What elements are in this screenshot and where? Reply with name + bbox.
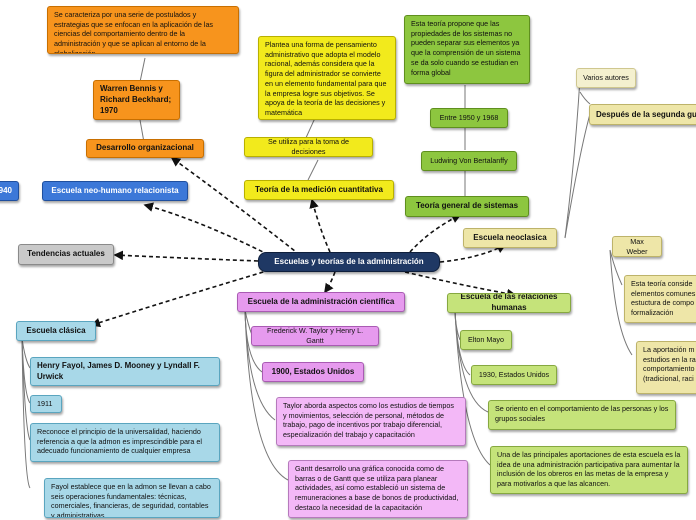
cientifica-p1-text: Taylor aborda aspectos como los estudios… — [283, 401, 454, 440]
central-topic-text: Escuelas y teorías de la administración — [274, 256, 424, 266]
neo-humano-stub-text: 940 — [0, 185, 12, 195]
link-medicion — [309, 198, 331, 253]
neoclasica-authors-text: Varios autores — [583, 73, 629, 83]
tendencias-title-text: Tendencias actuales — [27, 249, 105, 259]
weber-author-text: Max Weber — [626, 236, 648, 256]
sistemas-title-text: Teoría general de sistemas — [415, 201, 519, 211]
relaciones-node[interactable]: Escuela de las relaciones humanas — [447, 293, 571, 313]
weber-p1-text: Esta teoría conside elementos comunes es… — [631, 279, 696, 318]
sistemas-years-text: Entre 1950 y 1968 — [439, 113, 499, 123]
medicion-title-text: Teoría de la medición cuantitativa — [255, 184, 383, 194]
neo-humano-stub[interactable]: 940 — [0, 181, 19, 201]
sistemas-description-text: Esta teoría propone que las propiedades … — [411, 19, 521, 77]
cientifica-p2-text: Gantt desarrollo una gráfica conocida co… — [295, 464, 459, 512]
sistemas-years[interactable]: Entre 1950 y 1968 — [430, 108, 508, 128]
link-neoclasica — [439, 244, 507, 263]
relaciones-p1[interactable]: Se oriento en el comportamiento de las p… — [488, 400, 676, 430]
cientifica-year-text: 1900, Estados Unidos — [271, 366, 355, 376]
relaciones-year[interactable]: 1930, Estados Unidos — [471, 365, 557, 385]
cientifica-p2[interactable]: Gantt desarrollo una gráfica conocida co… — [288, 460, 468, 518]
link-relaciones — [404, 271, 517, 299]
cientifica-authors-text: Frederick W. Taylor y Henry L. Gantt — [266, 326, 364, 345]
clasica-p2[interactable]: Fayol establece que en la admon se lleva… — [44, 478, 220, 518]
sistemas-description[interactable]: Esta teoría propone que las propiedades … — [404, 15, 530, 84]
relaciones-author-text: Elton Mayo — [468, 335, 504, 345]
clasica-title-text: Escuela clásica — [26, 325, 86, 335]
clasica-year[interactable]: 1911 — [30, 395, 62, 413]
weber-p1[interactable]: Esta teoría conside elementos comunes es… — [624, 275, 696, 323]
neoclasica-after-text: Después de la segunda gu — [596, 110, 696, 119]
relaciones-p1-text: Se oriento en el comportamiento de las p… — [495, 404, 669, 423]
clasica-p1-text: Reconoce el principio de la universalida… — [37, 427, 203, 456]
neoclasica-node[interactable]: Escuela neoclasica — [463, 228, 557, 248]
desarrollo-authors-text: Warren Bennis y Richard Beckhard; 1970 — [100, 84, 172, 115]
desarrollo-title-text: Desarrollo organizacional — [96, 143, 194, 153]
central-topic[interactable]: Escuelas y teorías de la administración — [258, 252, 440, 272]
cientifica-p1[interactable]: Taylor aborda aspectos como los estudios… — [276, 397, 466, 446]
clasica-p2-text: Fayol establece que en la admon se lleva… — [51, 482, 211, 518]
medicion-use-text: Se utiliza para la toma de decisiones — [267, 137, 350, 156]
cientifica-year[interactable]: 1900, Estados Unidos — [262, 362, 364, 382]
medicion-cuantitativa-node[interactable]: Teoría de la medición cuantitativa — [244, 180, 394, 200]
link-desarrollo — [170, 157, 301, 256]
neo-humano-title-text: Escuela neo-humano relacionista — [51, 185, 179, 195]
desarrollo-description-text: Se caracteriza por una serie de postulad… — [54, 10, 214, 54]
link-sistemas — [409, 214, 462, 253]
clasica-authors-text: Henry Fayol, James D. Mooney y Lyndall F… — [37, 361, 200, 381]
relaciones-p2[interactable]: Una de las principales aportaciones de e… — [490, 446, 688, 494]
clasica-year-text: 1911 — [37, 399, 53, 408]
clasica-node[interactable]: Escuela clásica — [16, 321, 96, 341]
sistemas-author-text: Ludwing Von Bertalanffy — [430, 156, 508, 166]
weber-author[interactable]: Max Weber — [612, 236, 662, 257]
link-neohumano — [143, 202, 276, 259]
neoclasica-after[interactable]: Después de la segunda gu — [589, 104, 696, 125]
cientifica-title-text: Escuela de la administración científica — [247, 296, 395, 306]
weber-p2[interactable]: La aportación m estudios en la ra compor… — [636, 341, 696, 394]
teoria-sistemas-node[interactable]: Teoría general de sistemas — [405, 196, 529, 217]
medicion-use[interactable]: Se utiliza para la toma de decisiones — [244, 137, 373, 157]
relaciones-author[interactable]: Elton Mayo — [460, 330, 512, 350]
medicion-description[interactable]: Plantea una forma de pensamiento adminis… — [258, 36, 396, 120]
relaciones-year-text: 1930, Estados Unidos — [478, 370, 550, 380]
desarrollo-organizacional-node[interactable]: Desarrollo organizacional — [86, 139, 204, 158]
link-cientifica — [324, 271, 336, 294]
relaciones-title-text: Escuela de las relaciones humanas — [460, 293, 558, 312]
desarrollo-authors[interactable]: Warren Bennis y Richard Beckhard; 1970 — [93, 80, 180, 120]
neo-humano-node[interactable]: Escuela neo-humano relacionista — [42, 181, 188, 201]
sistemas-author[interactable]: Ludwing Von Bertalanffy — [421, 151, 517, 171]
cientifica-authors[interactable]: Frederick W. Taylor y Henry L. Gantt — [251, 326, 379, 346]
relaciones-p2-text: Una de las principales aportaciones de e… — [497, 450, 681, 489]
link-tendencias — [113, 250, 259, 262]
tendencias-node[interactable]: Tendencias actuales — [18, 244, 114, 265]
cientifica-node[interactable]: Escuela de la administración científica — [237, 292, 405, 312]
desarrollo-description[interactable]: Se caracteriza por una serie de postulad… — [47, 6, 239, 54]
neoclasica-title-text: Escuela neoclasica — [473, 232, 547, 242]
neoclasica-authors[interactable]: Varios autores — [576, 68, 636, 88]
medicion-description-text: Plantea una forma de pensamiento adminis… — [265, 40, 387, 118]
clasica-p1[interactable]: Reconoce el principio de la universalida… — [30, 423, 220, 462]
link-clasica — [90, 269, 271, 328]
weber-p2-text: La aportación m estudios en la ra compor… — [643, 345, 696, 384]
clasica-authors[interactable]: Henry Fayol, James D. Mooney y Lyndall F… — [30, 357, 220, 386]
